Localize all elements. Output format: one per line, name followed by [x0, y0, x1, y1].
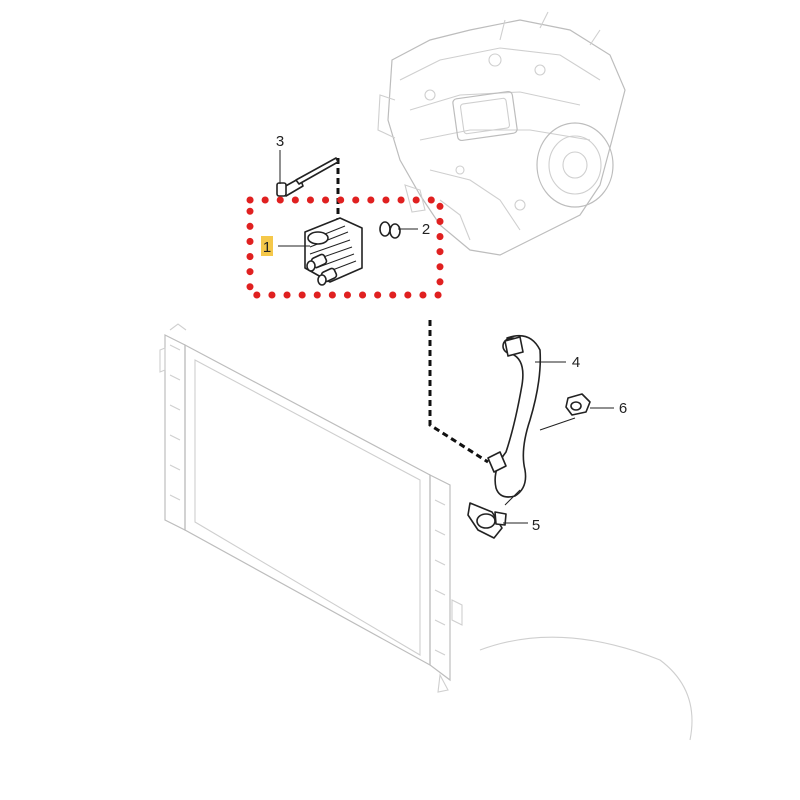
dashed-line-hose	[428, 320, 489, 464]
hose-clamp-part	[467, 502, 507, 539]
callout-5: 5	[532, 517, 540, 534]
transmission-assembly	[377, 11, 626, 256]
callout-1-highlight	[261, 236, 273, 256]
bolt-part	[276, 157, 339, 197]
coolant-hose-part	[487, 334, 542, 498]
seal-ring-part	[379, 221, 401, 239]
clip-part-6	[565, 393, 591, 416]
callout-6: 6	[619, 400, 627, 417]
callout-4: 4	[572, 354, 580, 371]
highlight-box	[246, 196, 444, 299]
callout-1: 1	[263, 239, 271, 256]
leader-line-hose	[504, 417, 576, 506]
callout-3: 3	[276, 133, 284, 150]
callout-2: 2	[422, 221, 430, 238]
oil-cooler-part	[304, 217, 363, 286]
radiator-assembly	[159, 323, 693, 741]
